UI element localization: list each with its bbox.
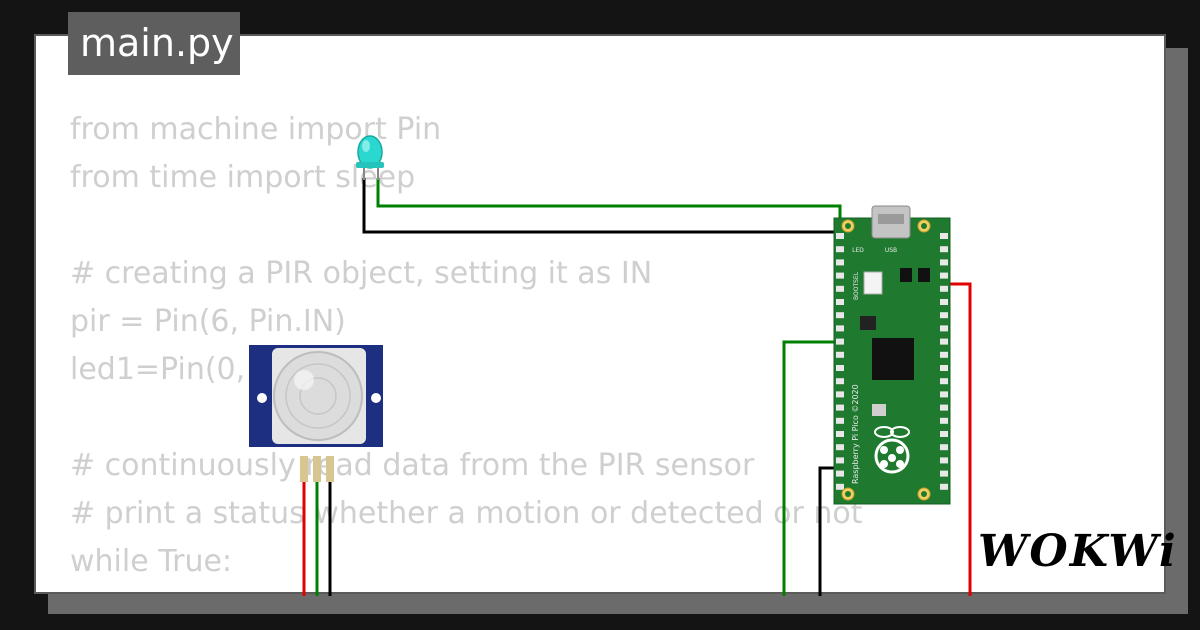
pico-pin: [940, 378, 948, 385]
wire-pico-data: [782, 340, 840, 596]
pico-pin: [836, 312, 844, 319]
led-component[interactable]: [356, 135, 384, 180]
wires: [302, 178, 972, 596]
code-line: # creating a PIR object, setting it as I…: [70, 256, 653, 291]
wokwi-logo: WOKWi: [978, 526, 1178, 577]
bootsel-button: [863, 271, 883, 295]
pico-pin: [940, 431, 948, 437]
project-card: from machine import Pin from time import …: [34, 34, 1166, 594]
pico-pin: [940, 259, 948, 266]
pico-pin: [940, 470, 948, 477]
pico-pin: [836, 417, 844, 424]
pir-pin-label-vcc: +: [298, 446, 306, 457]
pico-pin: [836, 299, 844, 305]
pico-pin: [940, 325, 948, 332]
board-label: Raspberry Pi Pico ©2020: [851, 384, 860, 484]
pico-pin: [836, 391, 844, 398]
pir-pin-label-data: D: [313, 446, 321, 457]
pico-pin: [940, 246, 948, 253]
pico-pin: [940, 457, 948, 464]
pico-pin: [940, 272, 948, 279]
pico-pin: [940, 233, 948, 239]
pico-pin: [940, 404, 948, 411]
pico-pin: [940, 338, 948, 345]
pico-pin: [940, 483, 948, 490]
pico-pin: [836, 378, 844, 385]
code-line: while True:: [70, 544, 233, 579]
pico-pin: [836, 404, 844, 411]
pico-pin: [836, 325, 844, 332]
pico-pin: [940, 417, 948, 424]
led-label: LED: [852, 247, 864, 254]
wire-led-cathode: [362, 178, 842, 250]
usb-label: USB: [885, 247, 897, 254]
pico-pin: [836, 351, 844, 358]
pico-pin: [836, 338, 844, 345]
pico-pin: [836, 457, 844, 464]
pico-pin: [940, 391, 948, 398]
raspberry-pi-pico[interactable]: USB LED BOOTSEL Raspberry Pi Pico ©2020: [833, 205, 951, 505]
bootsel-label: BOOTSEL: [853, 271, 860, 300]
pir-dome: [273, 351, 363, 441]
code-line: pir = Pin(6, Pin.IN): [70, 304, 346, 339]
pico-pin: [836, 272, 844, 279]
wire-led-anode: [376, 178, 842, 226]
file-tab[interactable]: main.py: [68, 12, 240, 75]
pico-pin: [836, 365, 844, 371]
pico-pin: [836, 470, 844, 477]
wire-pico-vbus: [944, 282, 972, 596]
code-line: from machine import Pin: [70, 112, 442, 147]
pir-pin-label-gnd: −: [328, 446, 336, 457]
pico-pin: [836, 246, 844, 253]
pico-pin: [836, 431, 844, 437]
code-line: led1=Pin(0,P: [70, 352, 264, 387]
pico-pin: [836, 483, 844, 490]
pico-pin: [836, 233, 844, 239]
pico-pin: [836, 285, 844, 292]
raspberry-logo-icon: [874, 426, 910, 474]
rp2040-chip: [872, 338, 914, 380]
code-line: # continuously read data from the PIR se…: [70, 448, 755, 483]
pir-sensor[interactable]: + D −: [247, 343, 385, 482]
pico-pin: [836, 444, 844, 451]
pico-pin: [940, 351, 948, 358]
pico-pin: [940, 299, 948, 305]
pico-pin: [940, 444, 948, 451]
pico-pin-rows: [836, 233, 948, 490]
pico-pin: [940, 285, 948, 292]
pico-pin: [940, 312, 948, 319]
wire-pico-gnd: [818, 466, 840, 596]
pico-pin: [836, 259, 844, 266]
code-line: from time import sleep: [70, 160, 416, 195]
pico-pin: [940, 365, 948, 371]
